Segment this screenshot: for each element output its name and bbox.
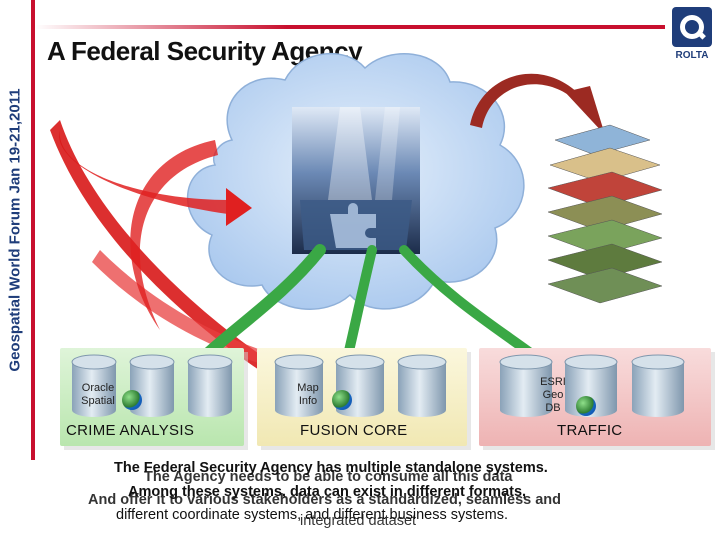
rolta-logo-icon <box>672 7 712 47</box>
red-arrowhead-1 <box>226 188 252 226</box>
caption-line-4: And offer it to various stakeholders as … <box>88 492 562 508</box>
crime-db-label: Oracle Spatial <box>81 382 115 407</box>
caption-line-2: The Agency needs to be able to consume a… <box>144 469 513 485</box>
dark-red-arrowhead <box>565 86 605 135</box>
globe-icon <box>122 390 142 410</box>
sidebar-divider <box>31 0 35 460</box>
rolta-logo: ROLTA <box>671 6 713 64</box>
traffic-label: TRAFFIC <box>557 422 623 439</box>
globe-icon <box>332 390 352 410</box>
red-arrow-1 <box>59 130 235 215</box>
globe-icon <box>576 396 596 416</box>
caption-line-5: different coordinate systems, and differ… <box>116 507 508 523</box>
crime-analysis-label: CRIME ANALYSIS <box>66 422 195 439</box>
map-layers-stack <box>547 124 663 304</box>
dark-red-arrow <box>470 73 580 128</box>
caption-line-1: The Federal Security Agency has multiple… <box>114 460 548 476</box>
fusion-db-label: Map Info <box>297 382 319 407</box>
fusion-db-cylinders <box>274 354 447 417</box>
red-arrow-4 <box>130 140 218 330</box>
crime-db-cylinders <box>71 354 233 417</box>
header-divider <box>35 25 665 29</box>
caption-line-3: Among these systems, data can exist in d… <box>128 484 527 500</box>
traffic-db-label: ESRI Geo DB <box>540 376 566 414</box>
traffic-db-cylinders <box>499 354 685 417</box>
sidebar: Geospatial World Forum Jan 19-21,2011 <box>0 0 30 540</box>
puzzle-image <box>292 107 420 254</box>
fusion-core-label: FUSION CORE <box>300 422 408 439</box>
caption-line-6: integrated dataset <box>300 513 417 529</box>
logo-text: ROLTA <box>675 50 709 61</box>
